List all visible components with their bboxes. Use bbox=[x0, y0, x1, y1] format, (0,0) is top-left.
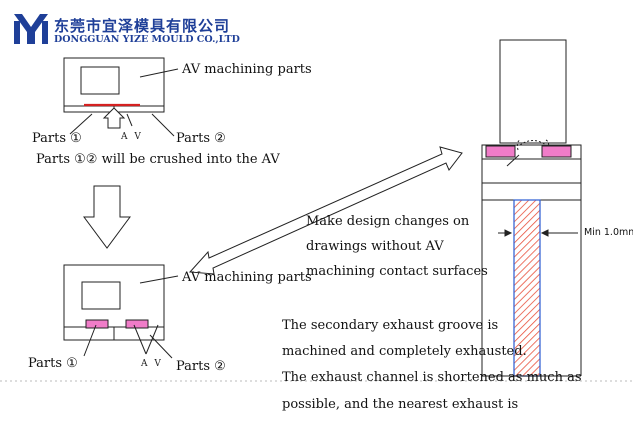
bottom-part2-label: Parts ② bbox=[176, 359, 226, 374]
design-note-line-2: drawings without AV bbox=[306, 239, 444, 254]
design-note-line-3: machining contact surfaces bbox=[306, 264, 488, 279]
company-name-en: DONGGUAN YIZE MOULD CO.,LTD bbox=[54, 34, 240, 45]
top-part2-label: Parts ② bbox=[176, 131, 226, 146]
top-av-small-label: A V bbox=[121, 132, 143, 142]
bottom-av-small-label: A V bbox=[141, 359, 163, 369]
min-thickness-label: Min 1.0mn bbox=[584, 227, 633, 238]
exhaust-note-line-2: machined and completely exhausted. bbox=[282, 344, 527, 359]
right-section-diagram bbox=[481, 39, 582, 377]
exhaust-note-line-4: possible, and the nearest exhaust is bbox=[282, 397, 519, 412]
double-arrow bbox=[188, 146, 463, 275]
top-av-label: AV machining parts bbox=[182, 62, 312, 77]
bottom-av-label: AV machining parts bbox=[182, 270, 312, 285]
company-logo bbox=[14, 14, 48, 44]
top-mould-diagram bbox=[63, 57, 179, 137]
bottom-mould-diagram bbox=[63, 264, 179, 359]
design-note-line-1: Make design changes on bbox=[306, 214, 470, 229]
company-name-cn: 东莞市宜泽模具有限公司 bbox=[54, 17, 231, 35]
top-caption: Parts ①② will be crushed into the AV bbox=[36, 152, 280, 167]
exhaust-note-line-1: The secondary exhaust groove is bbox=[282, 318, 499, 333]
exhaust-note-line-3: The exhaust channel is shortened as much… bbox=[282, 370, 582, 385]
down-arrow bbox=[83, 185, 131, 249]
bottom-part1-label: Parts ① bbox=[28, 356, 78, 371]
top-part1-label: Parts ① bbox=[32, 131, 82, 146]
